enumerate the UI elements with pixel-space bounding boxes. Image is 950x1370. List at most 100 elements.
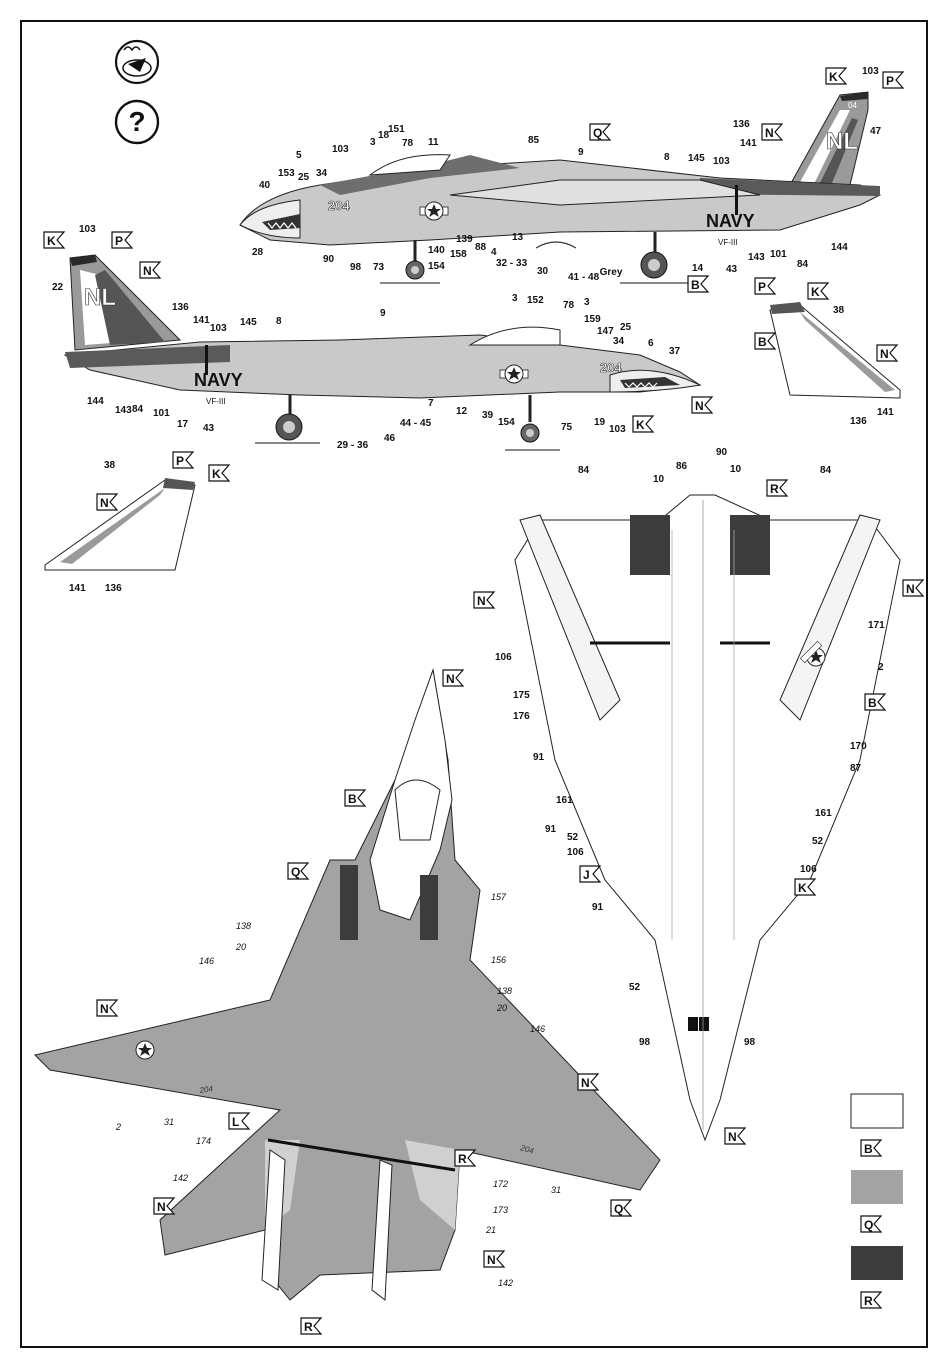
callout-number: 101	[153, 408, 170, 419]
port-tail-code-text: NL	[84, 284, 116, 311]
callout-number: 18	[378, 130, 390, 141]
callout-number: 28	[252, 247, 264, 258]
callout-number: 9	[578, 147, 584, 158]
callout-number: 91	[592, 902, 604, 913]
callout-number: 8	[664, 152, 670, 163]
svg-text:N: N	[157, 1200, 166, 1214]
callout-number: 25	[620, 322, 632, 333]
callout-number: 3	[370, 137, 376, 148]
callout-number: 75	[561, 422, 573, 433]
svg-text:N: N	[487, 1253, 496, 1267]
svg-text:N: N	[446, 672, 455, 686]
callout-number: 40	[259, 180, 271, 191]
legend-swatch-b	[850, 1093, 904, 1129]
color-code-flag-r: R	[300, 1317, 323, 1335]
callout-number: 31	[164, 1117, 174, 1127]
callout-number: 145	[240, 317, 257, 328]
decal-water-slide-icon	[114, 39, 160, 85]
side-view-port: NL 204 NAVY VF-III	[63, 254, 702, 451]
undercarriage-color-label: Grey	[600, 267, 623, 278]
callout-number: 98	[639, 1037, 651, 1048]
callout-number: 141	[740, 138, 757, 149]
svg-text:J: J	[583, 868, 590, 882]
callout-number: 136	[172, 302, 189, 313]
callout-number: 13	[512, 232, 524, 243]
svg-text:K: K	[829, 70, 838, 84]
legend-swatch-r	[851, 1246, 903, 1280]
callout-number: 52	[629, 982, 641, 993]
callout-number: 41 - 48	[568, 272, 600, 283]
top-wing-modex-right: 204	[518, 1143, 535, 1156]
svg-text:N: N	[880, 347, 889, 361]
callout-number: 3	[512, 293, 518, 304]
callout-number: 38	[104, 460, 116, 471]
callout-number: 88	[475, 242, 487, 253]
svg-text:B: B	[868, 696, 877, 710]
color-code-flag-p: P	[754, 277, 777, 295]
callout-number: 43	[203, 423, 215, 434]
svg-text:K: K	[636, 418, 645, 432]
color-code-flag-k: K	[208, 464, 231, 482]
color-code-flag-n: N	[96, 493, 119, 511]
color-code-flag-q: Q	[610, 1199, 633, 1217]
callout-number: 146	[530, 1024, 545, 1034]
svg-text:L: L	[232, 1115, 239, 1129]
callout-number: 2	[878, 662, 884, 673]
callout-number: 30	[537, 266, 549, 277]
callout-number: 39	[482, 410, 494, 421]
svg-text:N: N	[477, 594, 486, 608]
svg-text:N: N	[906, 582, 915, 596]
svg-text:R: R	[770, 482, 779, 496]
svg-text:B: B	[691, 278, 700, 292]
svg-text:R: R	[864, 1294, 873, 1308]
callout-number: 159	[584, 314, 601, 325]
svg-text:Q: Q	[593, 126, 602, 140]
svg-text:B: B	[864, 1142, 873, 1156]
callout-number: 103	[862, 66, 879, 77]
callout-number: 38	[833, 305, 845, 316]
callout-number: 142	[173, 1173, 188, 1183]
callout-number: 34	[316, 168, 328, 179]
callout-number: 52	[812, 836, 824, 847]
color-code-flag-n: N	[876, 344, 899, 362]
callout-number: 145	[688, 153, 705, 164]
color-code-flag-n: N	[577, 1073, 600, 1091]
callout-number: 29 - 36	[337, 440, 369, 451]
top-view: 204 204	[34, 668, 661, 1301]
color-code-flag-b: B	[687, 275, 710, 293]
color-code-flag-q: Q	[860, 1215, 883, 1233]
svg-text:P: P	[176, 454, 184, 468]
svg-text:N: N	[695, 399, 704, 413]
callout-number: 84	[132, 404, 144, 415]
callout-number: 90	[323, 254, 335, 265]
color-code-flag-l: L	[228, 1112, 251, 1130]
stabilator-view-left	[44, 478, 196, 571]
callout-number: 103	[609, 424, 626, 435]
callout-number: 141	[69, 583, 86, 594]
callout-number: 37	[669, 346, 681, 357]
fin-modex-text: 04	[848, 101, 857, 110]
callout-number: 170	[850, 741, 867, 752]
callout-number: 25	[298, 172, 310, 183]
color-code-flag-k: K	[825, 67, 848, 85]
callout-number: 73	[373, 262, 385, 273]
callout-number: 10	[730, 464, 742, 475]
callout-number: 5	[296, 150, 302, 161]
callout-number: 146	[199, 956, 214, 966]
callout-number: 147	[597, 326, 614, 337]
color-code-flag-k: K	[43, 231, 66, 249]
callout-number: 10	[653, 474, 665, 485]
color-code-flag-n: N	[902, 579, 925, 597]
top-wing-modex-left: 204	[198, 1084, 214, 1095]
port-roundel-icon	[499, 364, 529, 384]
callout-number: 90	[716, 447, 728, 458]
color-code-flag-n: N	[761, 123, 784, 141]
callout-number: 141	[877, 407, 894, 418]
callout-number: 32 - 33	[496, 258, 528, 269]
side-roundel-icon	[419, 201, 449, 221]
underside-roundel-icon	[800, 641, 826, 667]
side-squadron-text: VF-III	[718, 238, 738, 247]
color-code-flag-r: R	[860, 1291, 883, 1309]
callout-number: 22	[52, 282, 64, 293]
